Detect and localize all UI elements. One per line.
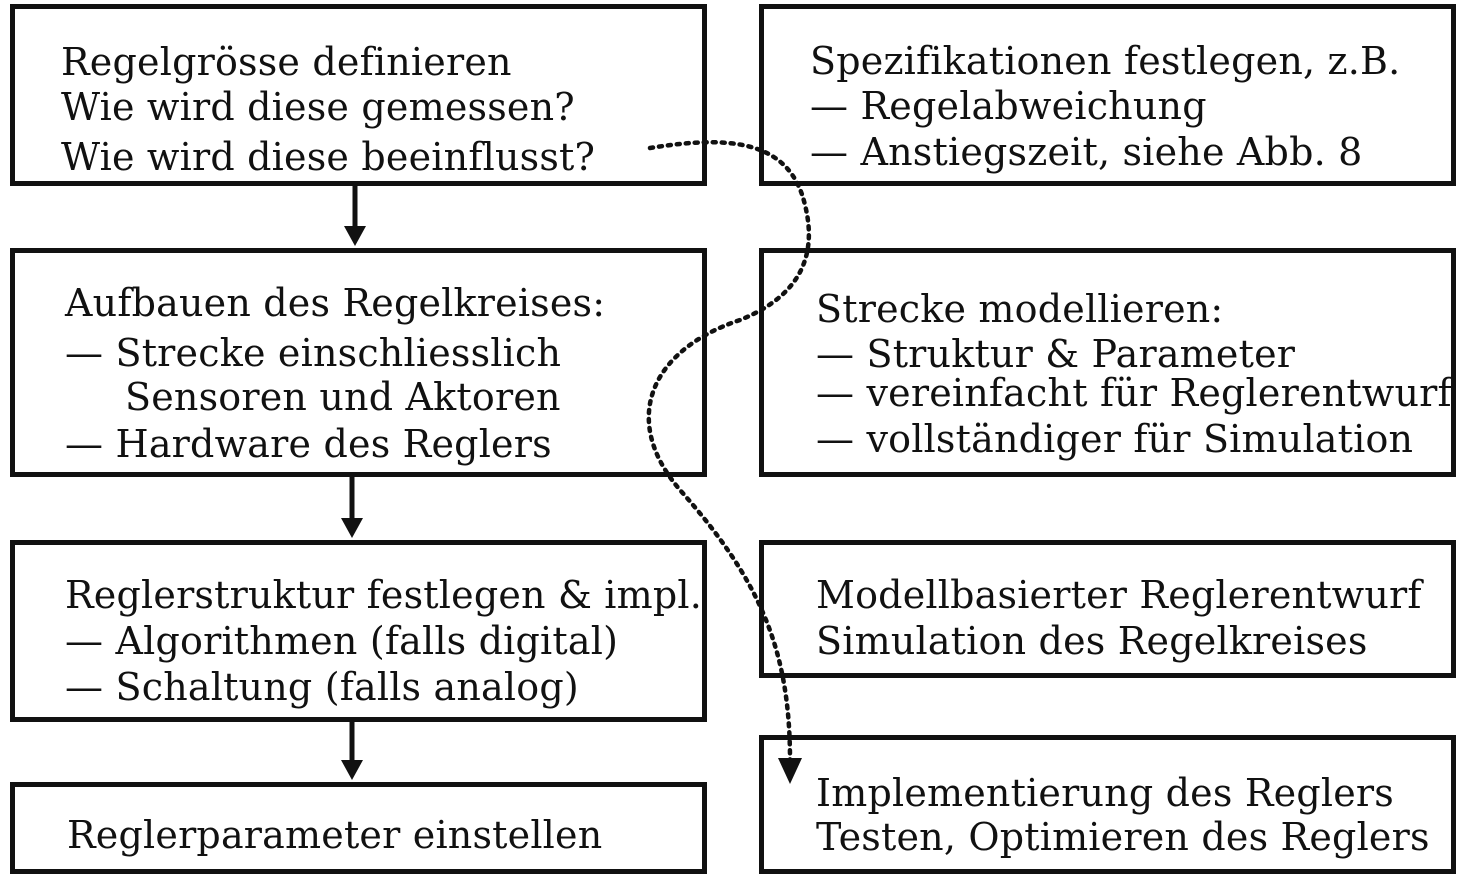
box-text-line: Wie wird diese beeinflusst? (61, 135, 596, 179)
box-text-line: Aufbauen des Regelkreises: (65, 281, 606, 325)
box-text-line: — Strecke einschliesslich (65, 331, 562, 375)
box-strecke-modellieren: Strecke modellieren: — Struktur & Parame… (759, 248, 1456, 477)
box-text-line: Modellbasierter Reglerentwurf (816, 573, 1422, 617)
box-text-line: Reglerstruktur festlegen & impl. (65, 573, 703, 617)
box-text-line: Sensoren und Aktoren (125, 375, 561, 419)
flow-arrow (344, 186, 366, 246)
box-reglerstruktur: Reglerstruktur festlegen & impl. — Algor… (10, 540, 707, 722)
flow-arrow (341, 477, 363, 538)
box-text-line: Testen, Optimieren des Reglers (816, 815, 1430, 859)
box-text-line: Regelgrösse definieren (61, 40, 512, 84)
flow-arrow (341, 722, 363, 780)
box-text-line: Reglerparameter einstellen (67, 813, 603, 857)
box-text-line: — Struktur & Parameter (816, 332, 1296, 376)
box-text-line: — Hardware des Reglers (65, 422, 552, 466)
box-text-line: Simulation des Regelkreises (816, 619, 1368, 663)
box-text-line: Implementierung des Reglers (816, 771, 1394, 815)
box-text-line: Strecke modellieren: (816, 287, 1224, 331)
box-regelgroesse: Regelgrösse definieren Wie wird diese ge… (10, 4, 707, 186)
box-text-line: — Schaltung (falls analog) (65, 665, 579, 709)
box-spezifikationen: Spezifikationen festlegen, z.B. — Regela… (759, 4, 1456, 186)
box-aufbauen-regelkreis: Aufbauen des Regelkreises: — Strecke ein… (10, 248, 707, 477)
box-text-line: Spezifikationen festlegen, z.B. (810, 39, 1401, 83)
box-reglerparameter: Reglerparameter einstellen (10, 782, 707, 874)
box-text-line: — Algorithmen (falls digital) (65, 619, 619, 663)
box-text-line: — vollständiger für Simulation (816, 417, 1414, 461)
box-implementierung: Implementierung des Reglers Testen, Opti… (759, 735, 1456, 874)
box-text-line: Wie wird diese gemessen? (61, 85, 575, 129)
dotted-flow-arrow (646, 139, 812, 784)
box-reglerentwurf: Modellbasierter Reglerentwurf Simulation… (759, 540, 1456, 678)
box-text-line: — Regelabweichung (810, 84, 1207, 128)
box-text-line: — Anstiegszeit, siehe Abb. 8 (810, 130, 1363, 174)
box-text-line: — vereinfacht für Reglerentwurf (816, 371, 1452, 415)
